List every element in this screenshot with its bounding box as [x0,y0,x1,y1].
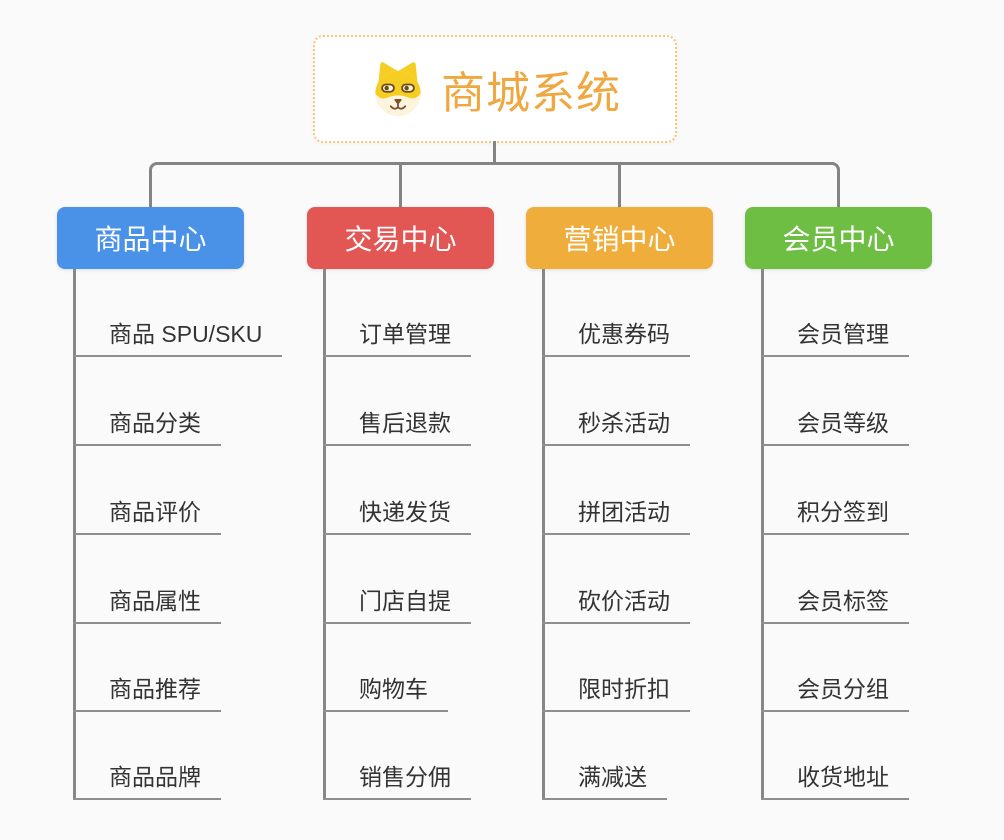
root-connector-stem [493,141,496,165]
leaf-column: 商品 SPU/SKU 商品分类商品评价商品属性商品推荐商品品牌 [73,269,323,814]
leaf-node[interactable]: 商品分类 [73,400,221,446]
leaf-node[interactable]: 满减送 [542,754,667,800]
leaf-node[interactable]: 售后退款 [323,400,471,446]
leaf-column: 订单管理售后退款快递发货门店自提购物车销售分佣 [323,269,573,814]
leaf-node[interactable]: 积分签到 [761,489,909,535]
leaf-node[interactable]: 商品推荐 [73,666,221,712]
leaf-node[interactable]: 会员管理 [761,311,909,357]
branch-label: 交易中心 [344,224,457,255]
dog-mascot-icon [369,60,427,118]
leaf-node[interactable]: 砍价活动 [542,578,690,624]
branch-node[interactable]: 商品中心 [57,207,244,269]
leaf-node[interactable]: 会员标签 [761,578,909,624]
leaf-node[interactable]: 销售分佣 [323,754,471,800]
leaf-node[interactable]: 快递发货 [323,489,471,535]
leaf-node[interactable]: 秒杀活动 [542,400,690,446]
root-title: 商城系统 [441,69,621,118]
leaf-node[interactable]: 会员分组 [761,666,909,712]
leaf-node[interactable]: 购物车 [323,666,448,712]
leaf-node[interactable]: 会员等级 [761,400,909,446]
branch-connector-bracket [149,162,840,208]
leaf-node[interactable]: 商品评价 [73,489,221,535]
leaf-node[interactable]: 商品 SPU/SKU [73,311,283,357]
branch-label: 会员中心 [782,224,895,255]
branch-label: 商品中心 [94,224,207,255]
leaf-node[interactable]: 门店自提 [323,578,471,624]
leaf-column: 优惠券码秒杀活动拼团活动砍价活动限时折扣满减送 [542,269,792,814]
branch-label: 营销中心 [563,224,676,255]
leaf-node[interactable]: 优惠券码 [542,311,690,357]
branch-node[interactable]: 会员中心 [745,207,932,269]
branch-connector-stem [399,164,402,208]
leaf-node[interactable]: 拼团活动 [542,489,690,535]
branch-node[interactable]: 交易中心 [307,207,494,269]
leaf-column: 会员管理会员等级积分签到会员标签会员分组收货地址 [761,269,1004,814]
leaf-node[interactable]: 商品品牌 [73,754,221,800]
leaf-node[interactable]: 收货地址 [761,754,909,800]
leaf-node[interactable]: 限时折扣 [542,666,690,712]
leaf-node[interactable]: 订单管理 [323,311,471,357]
leaf-node[interactable]: 商品属性 [73,578,221,624]
branch-node[interactable]: 营销中心 [526,207,713,269]
branch-connector-stem [618,164,621,208]
root-node[interactable]: 商城系统 [313,35,677,143]
